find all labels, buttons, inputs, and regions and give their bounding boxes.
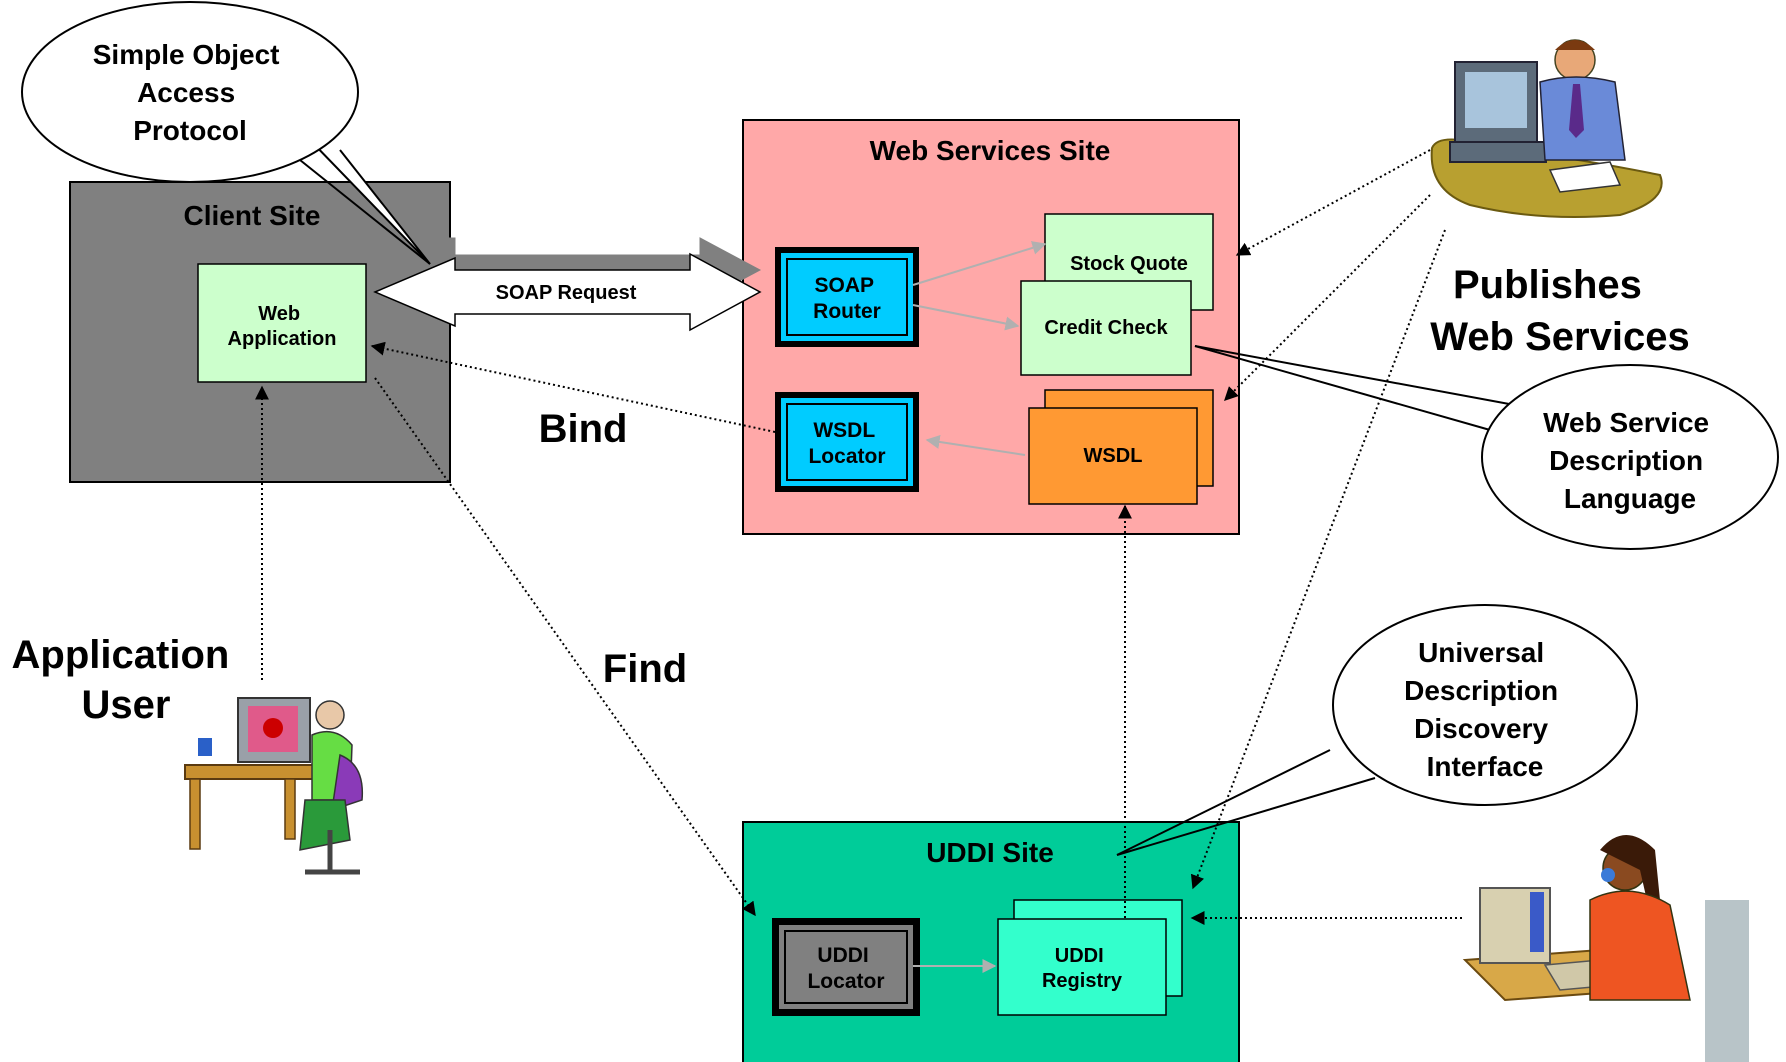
credit-check-label: Credit Check xyxy=(1044,317,1168,339)
publisher-to-stock-quote-arrow xyxy=(1235,149,1431,256)
uddi-registry-label: UDDI Registry xyxy=(1042,945,1123,992)
decorative-gray-strip xyxy=(1705,900,1749,1062)
client-site: Client Site Web Application xyxy=(69,181,451,483)
dotted-connectors xyxy=(255,149,1462,925)
bind-label: Bind xyxy=(539,407,628,451)
wsdl-box[interactable] xyxy=(1028,407,1198,505)
publisher-to-wsdl-arrow xyxy=(1224,194,1431,401)
wsdl-label: WSDL xyxy=(1084,445,1143,467)
uddi-registry-box[interactable] xyxy=(997,918,1167,1016)
bind-arrow xyxy=(370,341,776,433)
soap-callout: Simple Object Access Protocol xyxy=(21,1,431,265)
uddi-locator-box[interactable] xyxy=(784,930,908,1004)
woman-at-computer-icon xyxy=(184,697,364,875)
uddi-locator-label: UDDI Locator xyxy=(807,944,884,993)
publishes-label: Publishes Web Services xyxy=(1430,263,1689,359)
soap-request-label: SOAP Request xyxy=(496,282,637,304)
credit-check-box[interactable] xyxy=(1020,280,1192,376)
wsdl-locator-label: WSDL Locator xyxy=(808,419,885,468)
uddi-callout-text: Universal Description Discovery Interfac… xyxy=(1404,637,1566,782)
man-at-computer-icon xyxy=(1430,39,1663,219)
soap-router-box[interactable] xyxy=(786,258,908,336)
soap-router-label: SOAP Router xyxy=(813,274,881,323)
application-user-label: Application User xyxy=(12,633,241,727)
find-label: Find xyxy=(603,647,687,691)
wsdl-locator-box[interactable] xyxy=(786,403,908,481)
web-application-label: Web Application xyxy=(228,303,337,350)
web-services-site: Web Services Site SOAP Router WSDL Locat… xyxy=(742,119,1240,535)
woman-on-phone-at-computer-icon xyxy=(1462,835,1691,1002)
web-services-site-title: Web Services Site xyxy=(870,135,1111,166)
uddi-site-title: UDDI Site xyxy=(926,837,1054,868)
stock-quote-label: Stock Quote xyxy=(1070,253,1188,275)
soap-callout-text: Simple Object Access Protocol xyxy=(93,39,288,146)
web-application-box[interactable] xyxy=(197,263,367,383)
soap-request-arrow: SOAP Request xyxy=(373,237,762,332)
uddi-site: UDDI Site UDDI Locator UDDI Registry xyxy=(742,821,1240,1062)
wsdl-callout-text: Web Service Description Language xyxy=(1543,407,1717,514)
uddi-callout: Universal Description Discovery Interfac… xyxy=(1116,604,1638,856)
wsdl-callout: Web Service Description Language xyxy=(1194,345,1779,550)
client-site-title: Client Site xyxy=(184,200,321,231)
